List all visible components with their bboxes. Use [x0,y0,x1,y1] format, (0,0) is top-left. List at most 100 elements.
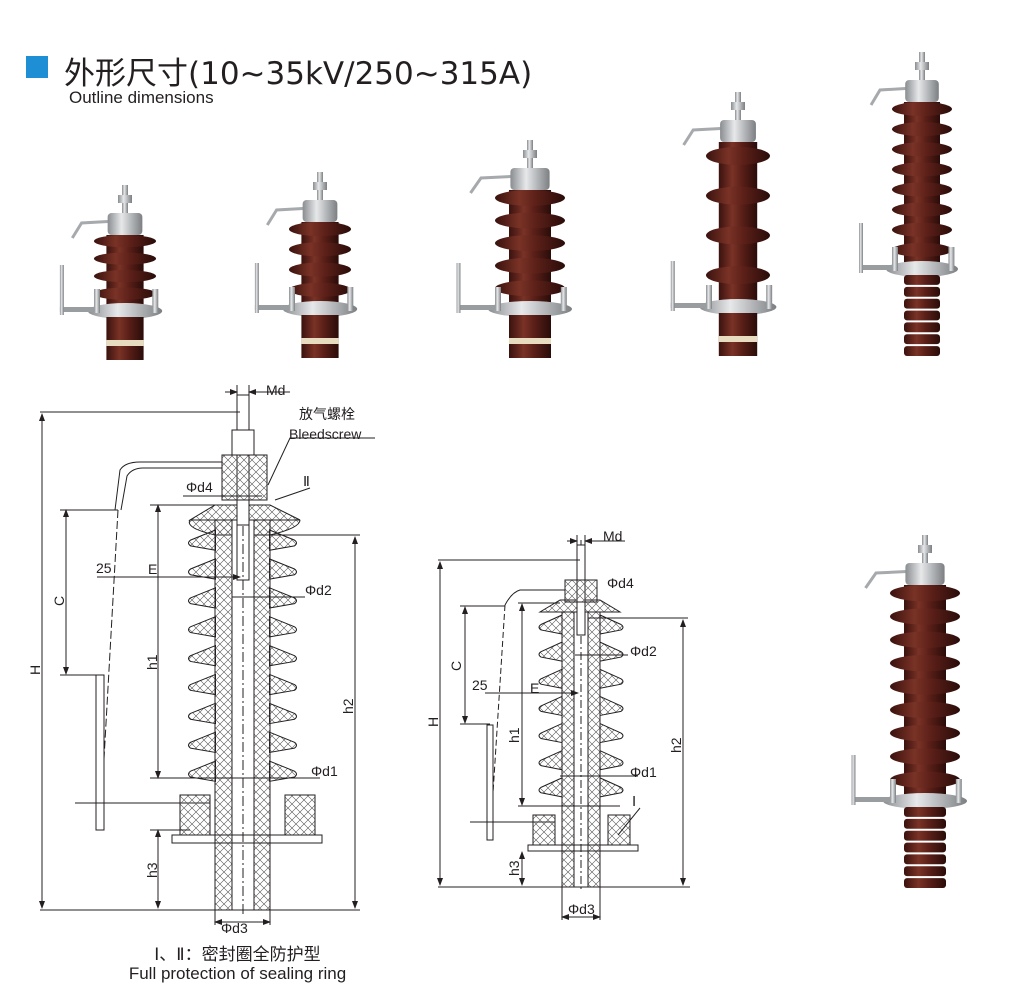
label-bleedscrew-cn: 放气螺栓 [299,406,355,422]
porcelain-shed [706,186,770,205]
porcelain-shed [890,655,960,672]
porcelain-base [301,315,339,358]
arrester-photo-4 [670,92,777,356]
porcelain-shed [892,102,952,117]
label-h: H [27,665,43,675]
caption-en: Full protection of sealing ring [128,964,347,983]
bolt [766,285,773,309]
base-ring [904,334,940,345]
base-ring [904,275,940,285]
bracket-arm [859,265,895,270]
label-small-md: Md [603,528,622,544]
label-h1: h1 [144,654,160,670]
bolt [890,779,896,803]
label-small-h: H [425,717,441,727]
label-small-25: 25 [472,677,488,693]
porcelain-shed [890,608,960,625]
ground-rod [254,263,259,313]
base-ring [904,842,946,853]
porcelain-shed [892,122,952,137]
porcelain-shed [94,235,156,248]
base-ring [904,807,946,817]
bolt [892,247,898,271]
label-small-h3: h3 [506,860,522,876]
mounting-flange [87,303,163,319]
porcelain-shed [890,725,960,742]
bracket-arm [254,305,293,310]
caption-cn: Ⅰ、Ⅱ：密封圈全防护型 [154,945,321,964]
ground-rod [456,263,461,313]
porcelain-shed [706,266,770,285]
bracket-arm [851,797,894,802]
base-band [301,338,339,344]
porcelain-shed [495,190,565,206]
terminal-nut [915,62,929,70]
porcelain-shed [289,242,351,257]
section-marker [26,56,48,78]
ground-rod [859,223,863,273]
porcelain-shed [890,701,960,718]
base-band [106,340,144,346]
porcelain-base [509,315,551,358]
mounting-flange [282,301,358,317]
label-small-d3: Φd3 [568,901,595,917]
ground-rod [851,755,856,805]
porcelain-shed [495,257,565,274]
top-cap [107,213,143,235]
lead-arm [266,206,313,226]
label-e: E [148,561,157,577]
label-25: 25 [96,560,112,576]
porcelain-shed [890,631,960,648]
arrester-photo-6 [851,535,967,888]
page-title: 外形尺寸(10~35kV/250~315A) [64,56,533,92]
bolt [948,247,955,271]
base-band [509,338,551,344]
arrester-photo-1 [59,185,163,360]
label-small-d4: Φd4 [607,575,634,591]
bolt [706,285,712,309]
label-ii: Ⅱ [303,473,310,489]
lead-arm [864,569,918,589]
shed-section [538,668,624,689]
porcelain-shed [289,282,351,297]
lead-arm [71,219,118,239]
base-ring [904,866,946,877]
arrester-photo-2 [254,172,358,358]
porcelain-shed [94,287,156,300]
top-cap [905,563,945,585]
label-d2: Φd2 [305,582,332,598]
porcelain-base [106,317,144,360]
label-small-i: Ⅰ [632,793,636,809]
label-d1: Φd1 [311,763,338,779]
terminal-nut [523,150,537,158]
bolt [94,289,100,313]
bracket-arm [456,305,499,310]
arrester-photo-5 [859,52,958,356]
bracket-arm [670,303,710,308]
arrester-photo-3 [456,140,572,358]
porcelain-shed [94,252,156,265]
base-ring [904,878,946,888]
ground-rod [59,265,64,315]
shed-section [538,695,624,717]
top-cap [905,80,939,102]
porcelain-shed [890,585,960,602]
drawing-small [437,535,690,920]
lead-arm [869,86,915,106]
label-c: C [51,596,67,606]
lead-arm [469,174,523,194]
base-ring [904,854,946,865]
label-h2: h2 [340,698,356,714]
shed-section [538,777,624,798]
top-cap [302,200,338,222]
base-ring [904,346,940,356]
mounting-flange [883,793,967,809]
base-ring [904,322,940,333]
bolt [955,779,962,803]
base-ring [904,818,946,829]
porcelain-shed [892,222,952,237]
porcelain-shed [892,162,952,177]
bolt [560,287,567,311]
porcelain-shed [289,262,351,277]
bolt [289,287,295,311]
